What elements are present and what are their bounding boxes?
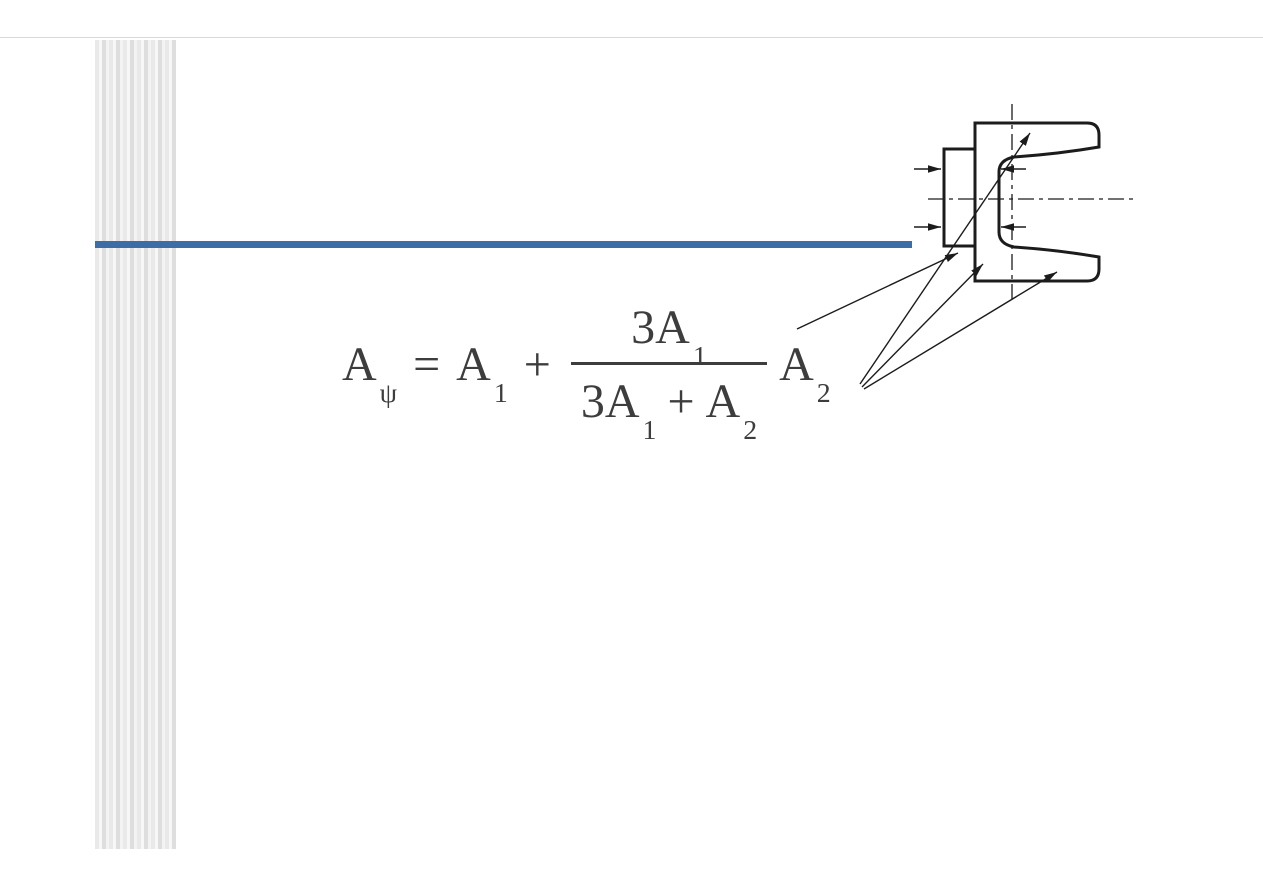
eq-term1-base: A (456, 338, 491, 392)
channel-section-drawing (914, 104, 1138, 299)
leader-to-bottom-flange (863, 271, 1058, 390)
dimension-arrows (914, 165, 1026, 231)
eq-lhs: Aψ (342, 337, 397, 408)
centerlines (928, 104, 1138, 299)
denominator-part2-base: A (705, 375, 741, 429)
denominator-plus-sign: + (667, 375, 695, 429)
leader-to-web (861, 263, 984, 388)
plus-sign: + (523, 338, 551, 392)
denominator-part1-sub: 1 (642, 415, 657, 447)
eq-term1-sub: 1 (493, 378, 508, 410)
fraction-numerator: 3A1 (621, 300, 717, 371)
numerator-base: 3A (631, 301, 690, 354)
leader-arrows (796, 132, 1058, 390)
fraction-bar (570, 362, 768, 366)
eq-term2-base: A (779, 338, 814, 392)
equation: Aψ = A1 + 3A1 3A1+A2 A2 (342, 300, 831, 445)
numerator-sub: 1 (692, 341, 707, 373)
fraction-denominator: 3A1 +A2 (571, 374, 767, 445)
eq-term1: A1 (456, 337, 508, 408)
plate-outline (942, 147, 977, 248)
slide-top-border (0, 37, 1263, 38)
eq-lhs-sub: ψ (379, 378, 398, 410)
denominator-part2-sub: 2 (743, 415, 758, 447)
channel-outline (973, 121, 1101, 283)
eq-term2-sub: 2 (816, 378, 831, 410)
equals-sign: = (413, 338, 441, 392)
horizontal-accent-rule (95, 241, 912, 248)
fraction: 3A1 3A1+A2 (570, 300, 768, 445)
left-stripe-decoration (95, 40, 176, 849)
eq-term2: A2 (779, 337, 831, 408)
leader-to-top-flange (859, 132, 1031, 385)
eq-lhs-base: A (342, 338, 377, 392)
denominator-part1-base: 3A (580, 375, 640, 429)
